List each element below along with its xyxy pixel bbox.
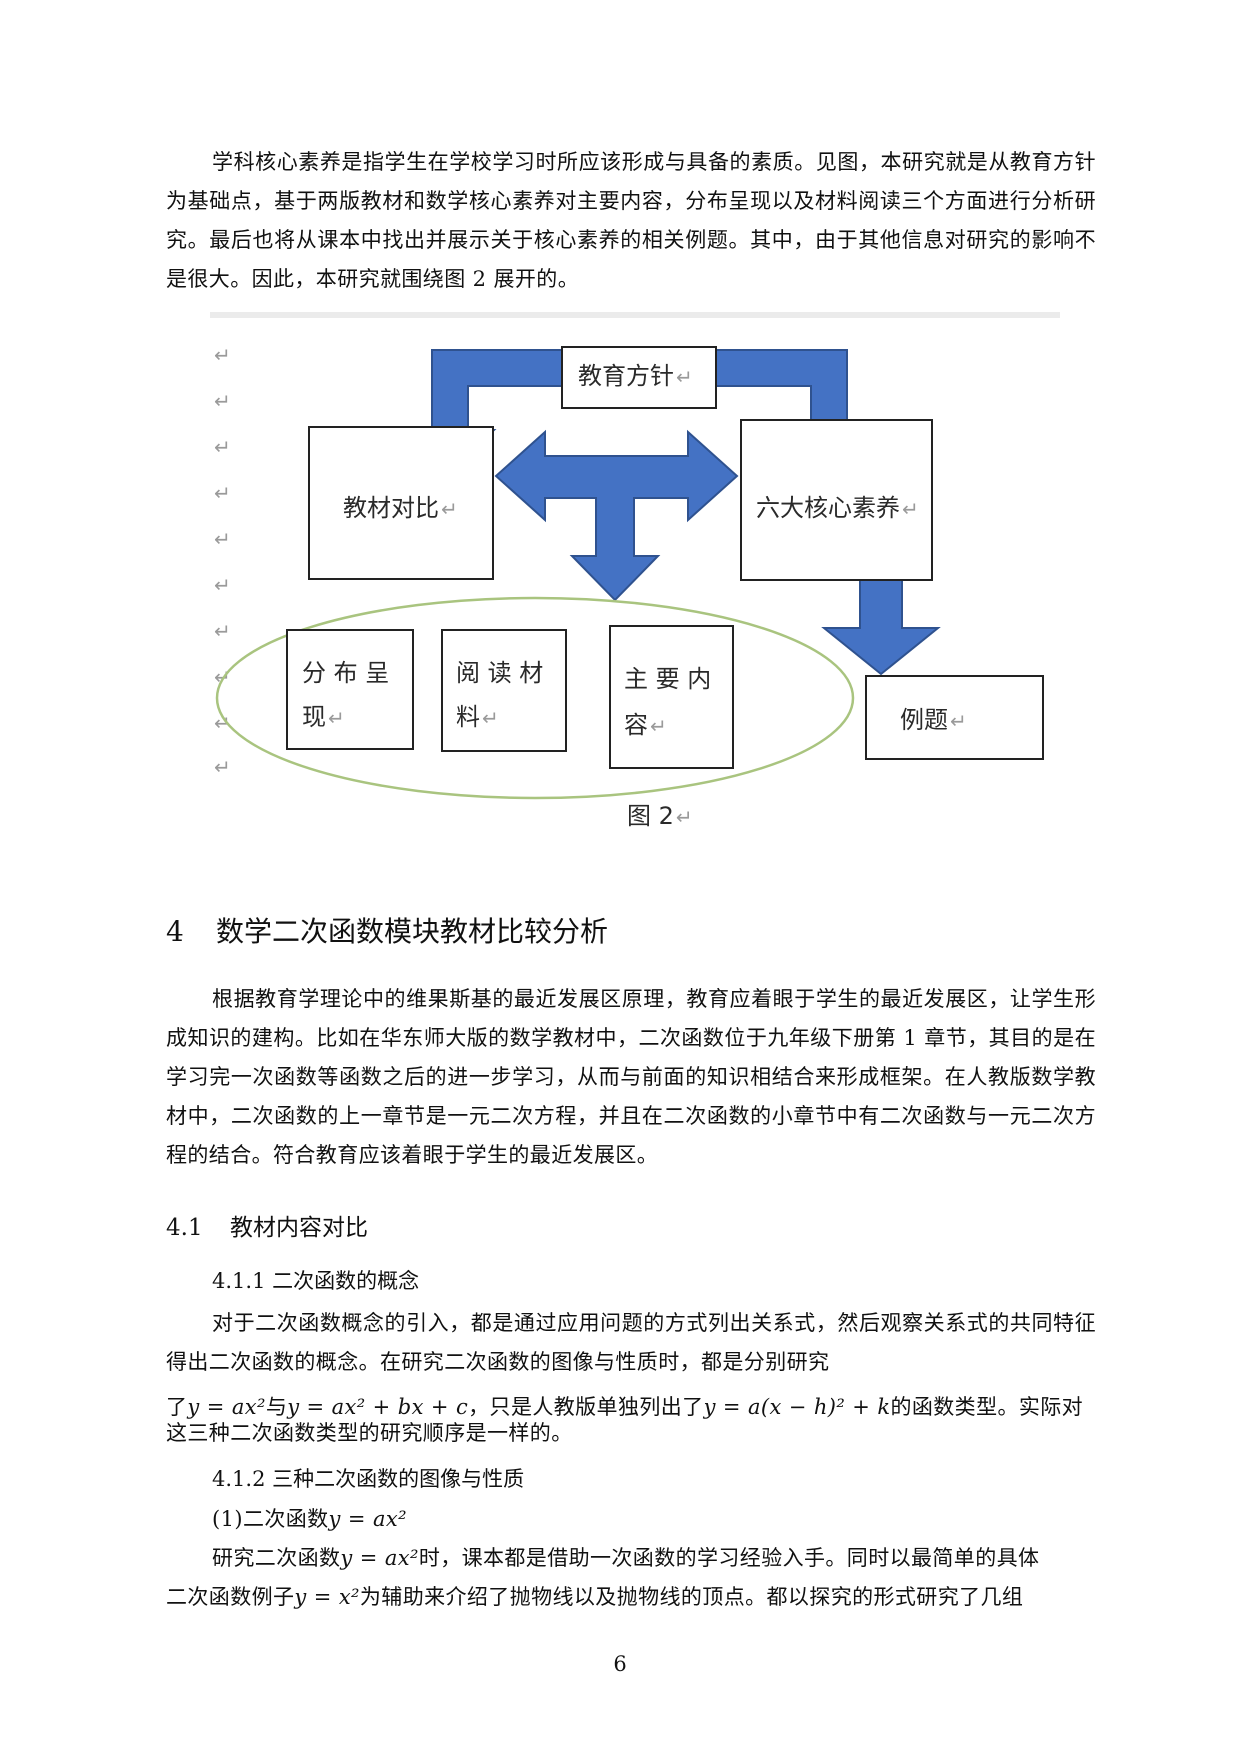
return-mark: ↵ bbox=[214, 343, 231, 367]
section-4-1-heading: 4.1 教材内容对比 bbox=[166, 1208, 368, 1242]
box-distribution bbox=[286, 629, 414, 750]
item-1-heading: (1)二次函数y = ax² bbox=[212, 1507, 407, 1531]
box-examples bbox=[865, 675, 1044, 760]
return-mark: ↵ bbox=[214, 711, 231, 735]
label-distribution-line1: 分 布 呈 bbox=[302, 659, 389, 687]
return-mark: ↵ bbox=[214, 755, 231, 779]
double-arrow-with-down-stem bbox=[494, 429, 739, 602]
arrow-to-examples bbox=[821, 579, 941, 676]
page-number: 6 bbox=[613, 1652, 627, 1676]
section-4-1-number: 4.1 bbox=[166, 1215, 203, 1241]
label-main-content-line2: 容↵ bbox=[624, 711, 667, 739]
box-textbook-comparison bbox=[308, 426, 494, 580]
intro-paragraph: 学科核心素养是指学生在学校学习时所应该形成与具备的素质。见图，本研究就是从教育方… bbox=[166, 150, 1096, 291]
return-mark: ↵ bbox=[214, 619, 231, 643]
section-4-heading: 4 数学二次函数模块教材比较分析 bbox=[166, 910, 608, 950]
figure-2-diagram: ↵ ↵ ↵ ↵ ↵ ↵ ↵ ↵ ↵ ↵ 教育方针↵ 教材对比↵ 六大核心素养↵ … bbox=[210, 312, 1060, 830]
return-mark: ↵ bbox=[214, 527, 231, 551]
figure-caption: 图 2↵ bbox=[627, 802, 693, 830]
subsection-4-1-1-paragraph: 对于二次函数概念的引入，都是通过应用问题的方式列出关系式，然后观察关系式的共同特… bbox=[166, 1311, 1096, 1374]
label-six-core-literacies: 六大核心素养↵ bbox=[756, 494, 919, 522]
return-mark: ↵ bbox=[214, 573, 231, 597]
formula-general-form: y = ax² + bx + c bbox=[287, 1395, 469, 1419]
box-main-content bbox=[609, 625, 734, 769]
label-textbook-comparison: 教材对比↵ bbox=[343, 494, 458, 522]
return-mark: ↵ bbox=[214, 389, 231, 413]
box-six-core-literacies bbox=[740, 419, 933, 581]
return-mark: ↵ bbox=[214, 665, 231, 689]
section-4-1-title: 教材内容对比 bbox=[230, 1215, 368, 1241]
formula-y-ax2: y = ax² bbox=[187, 1395, 266, 1419]
formula-item-1: y = ax² bbox=[328, 1507, 407, 1531]
formula-vertex-form: y = a(x − h)² + k bbox=[703, 1395, 891, 1419]
label-reading-line1: 阅 读 材 bbox=[456, 659, 543, 687]
box-education-policy bbox=[561, 346, 717, 409]
subsection-4-1-1-formula-line: 了y = ax²与y = ax² + bx + c，只是人教版单独列出了y = … bbox=[166, 1395, 1084, 1445]
box-reading-material bbox=[441, 629, 567, 752]
subsection-4-1-1-heading: 4.1.1 二次函数的概念 bbox=[212, 1269, 420, 1293]
subsection-4-1-2-heading: 4.1.2 三种二次函数的图像与性质 bbox=[212, 1467, 525, 1491]
clipped-text-artifact bbox=[210, 312, 1060, 318]
return-mark: ↵ bbox=[214, 435, 231, 459]
item-1-paragraph: 研究二次函数y = ax²时，课本都是借助一次函数的学习经验入手。同时以最简单的… bbox=[166, 1546, 1040, 1609]
label-examples: 例题↵ bbox=[900, 706, 967, 734]
label-education-policy: 教育方针↵ bbox=[578, 362, 693, 390]
green-ellipse bbox=[215, 596, 855, 800]
label-main-content-line1: 主 要 内 bbox=[624, 665, 711, 693]
section-4-title: 数学二次函数模块教材比较分析 bbox=[216, 915, 609, 948]
label-reading-line2: 料↵ bbox=[456, 703, 499, 731]
label-distribution-line2: 现↵ bbox=[302, 703, 345, 731]
section-4-paragraph: 根据教育学理论中的维果斯基的最近发展区原理，教育应着眼于学生的最近发展区，让学生… bbox=[166, 987, 1096, 1167]
section-4-number: 4 bbox=[166, 915, 184, 948]
return-mark: ↵ bbox=[214, 481, 231, 505]
